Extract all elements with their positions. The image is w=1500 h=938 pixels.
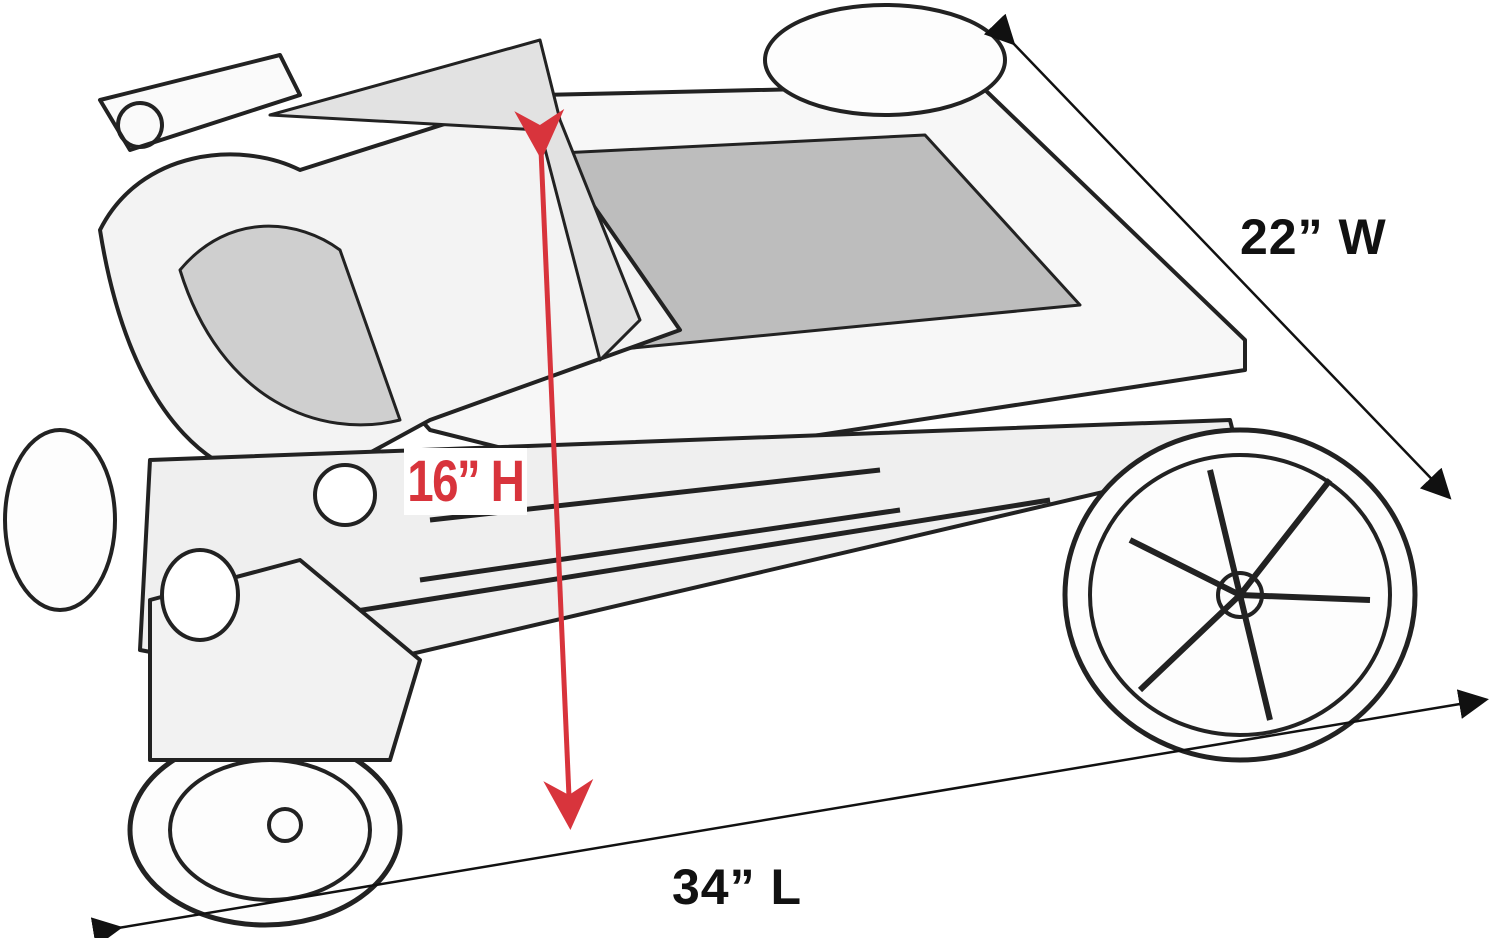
height-arrow (514, 108, 594, 830)
width-label: 22” W (1240, 209, 1387, 265)
length-arrow (90, 689, 1489, 938)
width-arrow (983, 13, 1452, 500)
wagon-outline (3, 3, 1418, 928)
height-label: 16” H (404, 448, 527, 515)
length-label: 34” L (672, 859, 803, 915)
